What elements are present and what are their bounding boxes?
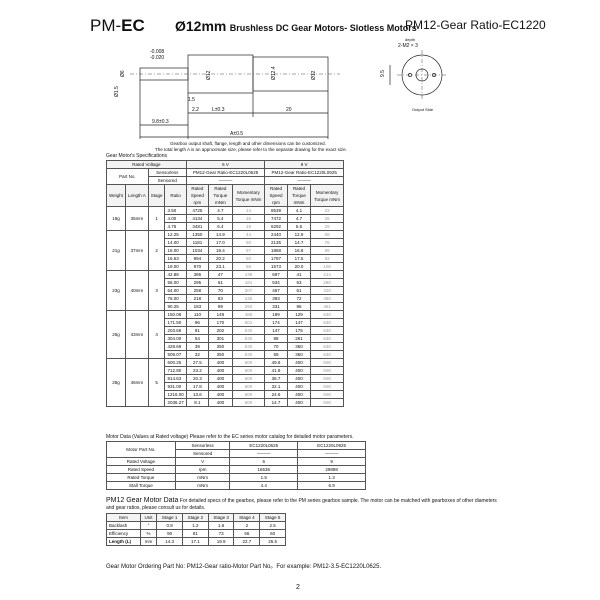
motor-data-table: Motor Part No. Sensorless EC1220L0625 EC…: [106, 441, 366, 490]
motor-data-title: Motor Data (Values at Rated voltage) Ple…: [106, 434, 354, 440]
svg-text:9.5: 9.5: [380, 70, 386, 77]
drawing-note-1: Gearbox output shaft, flange, length and…: [170, 141, 326, 146]
svg-text:20: 20: [286, 107, 292, 113]
dim-shaft-dia: Ø6: [120, 70, 126, 77]
svg-text:1.5: 1.5: [188, 97, 195, 103]
page-number: 2: [296, 584, 300, 591]
svg-text:Ø1.5: Ø1.5: [114, 86, 120, 97]
svg-text:depth: depth: [405, 37, 415, 42]
svg-text:9.8±0.3: 9.8±0.3: [152, 119, 169, 125]
svg-text:Ø12: Ø12: [311, 70, 317, 80]
spec-table: Rated Voltage 6 V 9 V Part No. Sensorles…: [106, 160, 344, 407]
gear-data-section: PM12 Gear Motor Data For detailed specs …: [106, 497, 497, 511]
spec-section-title: Gear Motor's Specifications: [106, 153, 167, 159]
svg-text:Output Side: Output Side: [412, 107, 434, 112]
svg-text:2-M2 × 3: 2-M2 × 3: [398, 43, 418, 49]
svg-text:A±0.5: A±0.5: [230, 131, 243, 137]
page-title: Ø12mm Brushless DC Gear Motors- Slotless…: [175, 18, 417, 34]
svg-text:Ø12.4: Ø12.4: [271, 66, 277, 80]
svg-text:Ø12: Ø12: [206, 70, 212, 80]
svg-text:2.2: 2.2: [192, 107, 199, 113]
svg-text:L±0.3: L±0.3: [212, 107, 225, 113]
series-title: PM-EC: [90, 16, 145, 35]
drawing-note-2: The total length A is an approximate siz…: [155, 147, 347, 152]
motor-outline: [252, 56, 329, 92]
svg-text:-0.020: -0.020: [150, 55, 164, 61]
dimension-drawing: Ø6 -0.008 -0.020 Ø1.5 Ø12 Ø12.4 Ø12 2.2 …: [114, 37, 447, 139]
ordering-info: Gear Motor Ordering Part No: PM12-Gear r…: [106, 564, 382, 570]
ratio-title: PM12-Gear Ratio-EC1220: [405, 18, 546, 32]
svg-text:-0.008: -0.008: [150, 49, 164, 55]
